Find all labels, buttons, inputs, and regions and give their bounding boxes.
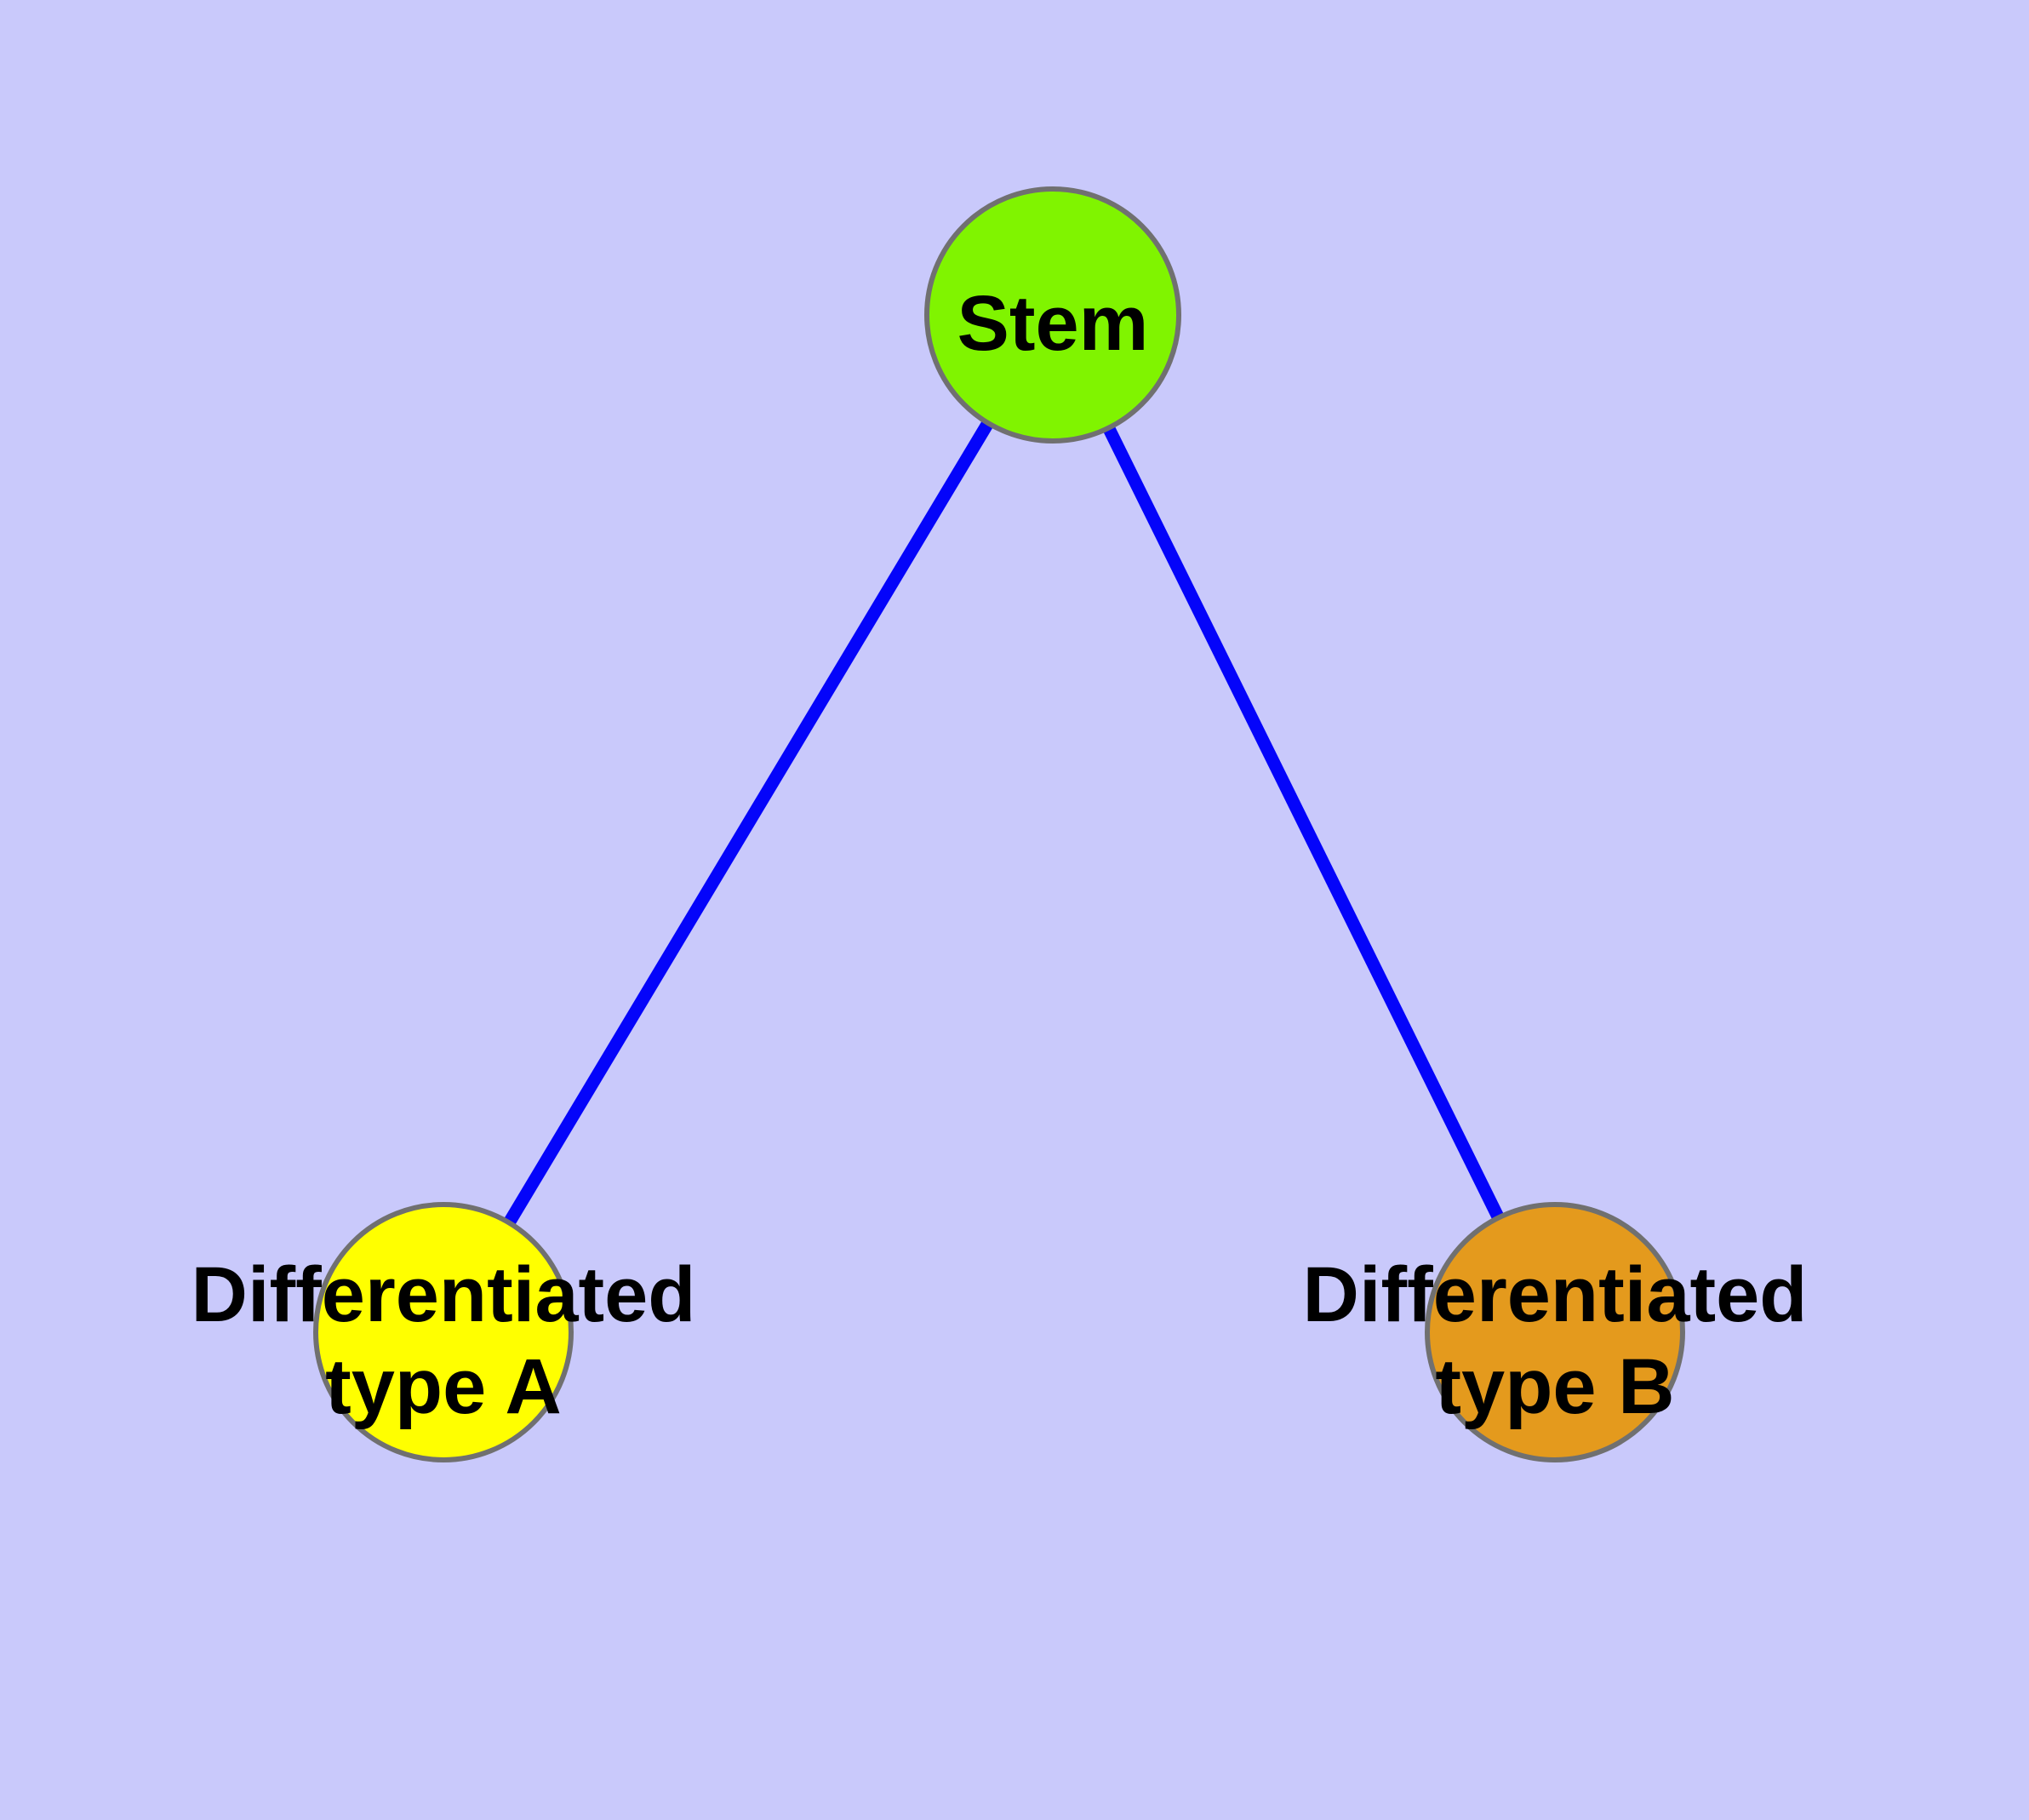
node-circle-stem <box>924 186 1181 444</box>
node-label-type-b: Differentiated type B <box>1302 1251 1808 1430</box>
node-label-stem: Stem <box>957 280 1149 367</box>
edge-stem-to-type-b <box>1047 312 1561 1336</box>
node-label-type-a: Differentiated type A <box>191 1251 696 1430</box>
node-circle-type-a <box>313 1202 574 1462</box>
edge-stem-to-type-a <box>437 312 1059 1336</box>
node-circle-type-b <box>1425 1202 1685 1462</box>
